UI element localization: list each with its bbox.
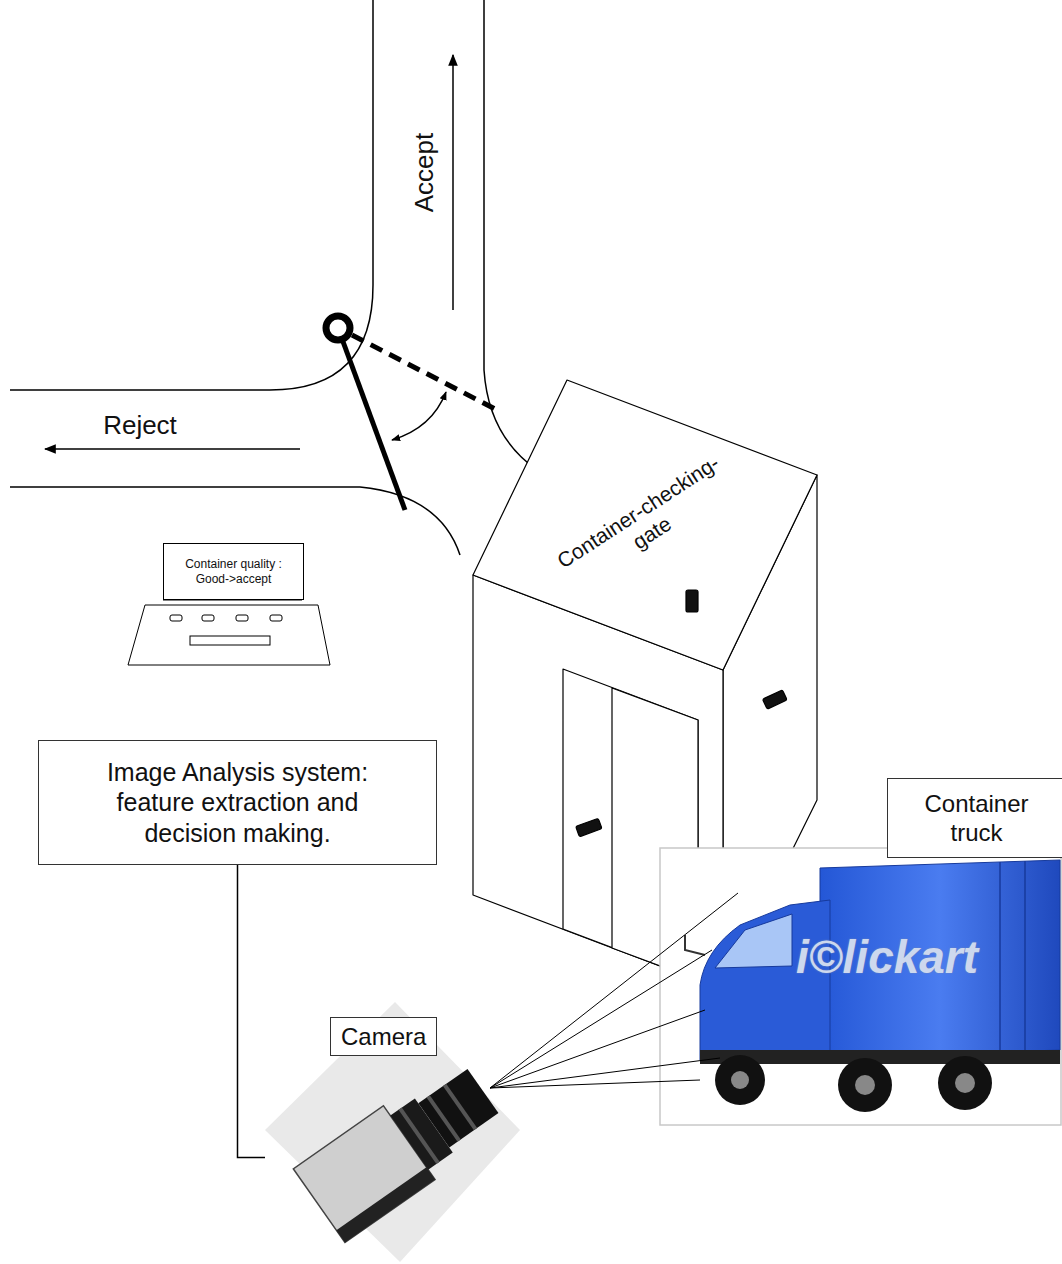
road xyxy=(10,0,578,555)
road-edge xyxy=(10,0,373,390)
gate-top xyxy=(473,380,817,670)
camera-lens xyxy=(418,1069,498,1148)
callout-box: Container truck xyxy=(887,778,1062,858)
laptop-trackpad xyxy=(190,636,270,645)
reject-arrow xyxy=(45,448,300,450)
gate-camera xyxy=(576,818,602,837)
view-line xyxy=(490,950,712,1088)
camera-housing-dark xyxy=(336,1167,435,1242)
cargo-seam xyxy=(1024,861,1026,1051)
gate-camera xyxy=(762,690,787,709)
wheel xyxy=(938,1056,992,1110)
gate-camera xyxy=(576,590,787,837)
connector-line xyxy=(238,865,266,1158)
mirror xyxy=(685,935,705,955)
truck-picture xyxy=(660,848,1061,1125)
lens-ring xyxy=(443,1084,477,1131)
camera-backdrop xyxy=(265,1002,520,1262)
laptop-key xyxy=(236,615,248,621)
accept-arrow xyxy=(452,55,454,310)
camera-label: Camera xyxy=(330,1017,437,1056)
road-edge xyxy=(10,487,460,555)
picture-frame xyxy=(660,848,1061,1125)
windshield xyxy=(715,914,792,968)
node-text: Image Analysis system: feature extractio… xyxy=(83,757,393,849)
camera-body xyxy=(293,1054,508,1242)
gate-camera xyxy=(686,590,698,612)
node-text: Container quality : Good->accept xyxy=(171,557,296,586)
truck-cab xyxy=(700,900,830,1060)
barrier-pivot xyxy=(326,316,350,340)
view-line xyxy=(490,893,738,1088)
wheel xyxy=(715,1055,765,1105)
laptop-key xyxy=(270,615,282,621)
view-line xyxy=(490,1010,705,1088)
view-line xyxy=(490,1080,700,1088)
laptop-screen: Container quality : Good->accept xyxy=(163,543,304,600)
camera-node: Camera xyxy=(265,1010,520,1260)
view-lines xyxy=(490,893,738,1088)
node-text: Container truck xyxy=(897,789,1057,848)
lens-ring xyxy=(399,1108,440,1164)
wheel-hub xyxy=(955,1073,975,1093)
direction-label: Accept xyxy=(409,128,440,218)
barrier-arm-dashed xyxy=(352,335,497,410)
swing-arrow xyxy=(392,392,446,440)
camera-picture xyxy=(265,1002,520,1262)
direction-label: Reject xyxy=(90,410,190,441)
process-box: Image Analysis system: feature extractio… xyxy=(38,740,437,865)
laptop-hinge xyxy=(163,600,302,601)
barrier-arm xyxy=(338,328,405,510)
wheel-hub xyxy=(855,1075,875,1095)
gate-label: Container-checking-gate xyxy=(542,443,749,602)
laptop xyxy=(128,600,330,665)
laptop-key xyxy=(170,615,182,621)
cargo-box xyxy=(820,860,1060,1058)
view-line xyxy=(490,1058,720,1088)
wheel xyxy=(838,1058,892,1112)
laptop-base xyxy=(128,605,330,665)
cargo-seam xyxy=(999,862,1001,1052)
watermark: i©lickart xyxy=(762,930,1012,985)
laptop-key xyxy=(202,615,214,621)
wheel-hub xyxy=(731,1071,749,1089)
